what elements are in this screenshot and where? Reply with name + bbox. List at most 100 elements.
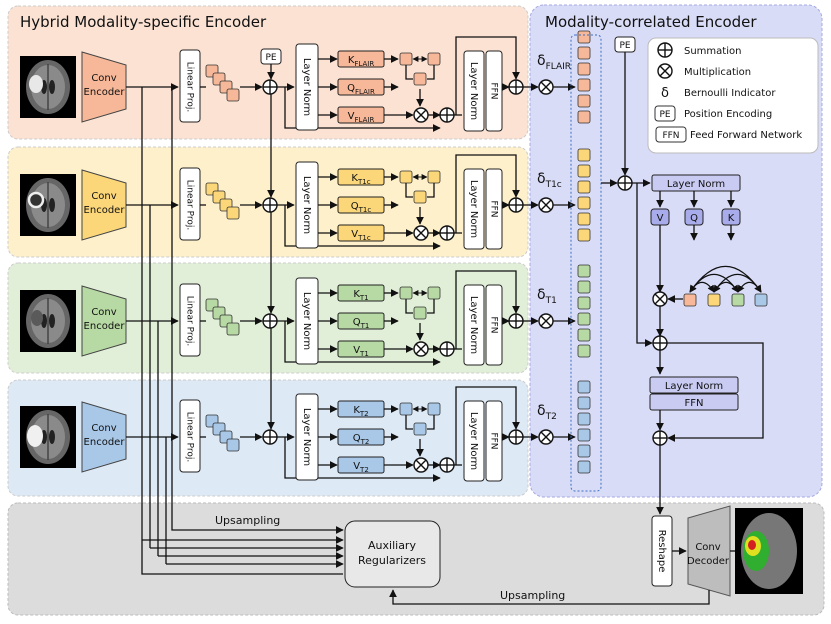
layer-norm-label-2: Layer Norm xyxy=(468,180,479,238)
auxiliary-regularizers-label: Regularizers xyxy=(358,554,426,567)
residual-connection xyxy=(284,205,441,250)
auxiliary-regularizers-box xyxy=(344,520,441,588)
fused-token xyxy=(577,296,591,310)
bernoulli-multiplication-icon xyxy=(538,313,554,329)
fused-token xyxy=(577,444,591,458)
output-summation-icon xyxy=(508,79,524,95)
attention-token xyxy=(427,52,441,66)
kqv-subscript: T1c xyxy=(358,206,372,214)
ffn-icon-box xyxy=(655,126,687,143)
legend-item-label: Feed Forward Network xyxy=(690,130,802,141)
residual-summation-icon xyxy=(439,341,455,357)
layer-norm-label: Layer Norm xyxy=(301,58,312,116)
attention-token xyxy=(413,422,427,436)
v-projection-label: VFLAIR xyxy=(348,111,375,124)
ffn-box xyxy=(485,400,503,482)
layer-norm-box-2 xyxy=(463,50,485,132)
fused-token xyxy=(577,212,591,226)
fused-token xyxy=(577,196,591,210)
fused-token xyxy=(577,428,591,442)
position-encoding-group: PE xyxy=(260,48,282,430)
linear-proj-label: Linear Proj. xyxy=(185,180,195,230)
corr-multiplication-icon xyxy=(652,291,668,307)
multiplication-stroke xyxy=(659,65,671,77)
corr-v-label: V xyxy=(657,213,664,224)
fused-token xyxy=(577,78,591,92)
skip-to-regularizer-arrow xyxy=(171,87,344,534)
fused-token xyxy=(577,148,591,162)
fused-token xyxy=(577,312,591,326)
ffn-icon: FFN xyxy=(662,131,679,141)
pe-summation-icon xyxy=(262,197,278,213)
brain-ventricle xyxy=(49,314,55,328)
attention-link xyxy=(427,299,435,314)
fused-token xyxy=(577,460,591,474)
brain-ventricle xyxy=(49,80,55,94)
bernoulli-multiplication-icon xyxy=(538,429,554,445)
attention-multiplication-icon xyxy=(413,341,429,357)
residual-connection xyxy=(284,87,441,132)
residual-summation-icon xyxy=(439,457,455,473)
auxiliary-regularizers-label: Auxiliary xyxy=(368,539,416,552)
kqv-subscript: T1c xyxy=(357,178,371,186)
conv-encoder xyxy=(81,169,127,241)
linear-proj-label: Linear Proj. xyxy=(185,412,195,462)
skip-to-output xyxy=(455,154,520,233)
pe-summation-icon xyxy=(262,79,278,95)
reshape-label: Reshape xyxy=(656,530,667,573)
kqv-subscript: T1 xyxy=(359,350,369,358)
multiplication-stroke xyxy=(540,315,552,327)
fused-token xyxy=(577,344,591,358)
ffn-label: FFN xyxy=(489,200,499,217)
attention-link xyxy=(405,183,413,198)
multiplication-stroke xyxy=(415,109,427,121)
k-projection-label: KT2 xyxy=(353,405,368,418)
attention-token xyxy=(427,170,441,184)
kqv-subscript: T2 xyxy=(360,438,370,446)
fused-token xyxy=(577,164,591,178)
pe-label: PE xyxy=(265,53,276,63)
q-projection-label: QT2 xyxy=(353,433,370,446)
corr-pe-summation-icon xyxy=(617,175,633,191)
pe-icon: PE xyxy=(659,110,670,120)
delta-symbol: δ xyxy=(537,53,546,69)
legend-item-label: Bernoulli Indicator xyxy=(684,88,776,99)
corr-pe-label: PE xyxy=(619,41,630,51)
corr-attention-token xyxy=(731,293,745,307)
conv-encoder xyxy=(81,285,127,357)
corr-attention-token xyxy=(754,293,768,307)
kqv-subscript: T1 xyxy=(359,294,369,302)
corr-layer-norm-label-2: Layer Norm xyxy=(665,381,723,392)
kqv-letter: V xyxy=(353,461,360,472)
brain-lesion xyxy=(27,191,45,209)
kqv-letter: Q xyxy=(353,317,361,328)
layer-norm-label-2: Layer Norm xyxy=(468,412,479,470)
conv-encoder-label: Encoder xyxy=(84,205,126,216)
multiplication-stroke xyxy=(540,199,552,211)
fused-token xyxy=(577,62,591,76)
legend-item-label: Multiplication xyxy=(684,67,751,78)
attention-multiplication-icon xyxy=(413,457,429,473)
fused-token xyxy=(577,30,591,44)
brain-lesion xyxy=(31,310,43,326)
corr-ffn-box xyxy=(649,393,739,411)
corr-k-label: K xyxy=(728,213,735,224)
conv-encoder-label: Encoder xyxy=(84,437,126,448)
fused-token xyxy=(577,180,591,194)
bernoulli-delta-label: δT1 xyxy=(537,287,557,306)
attention-token xyxy=(413,306,427,320)
fused-token xyxy=(577,380,591,394)
attention-token xyxy=(399,52,413,66)
attention-token xyxy=(413,72,427,86)
delta-subscript: T1c xyxy=(545,180,562,190)
linear-proj-label: Linear Proj. xyxy=(185,296,195,346)
brain-lesion xyxy=(29,75,43,93)
multiplication-stroke xyxy=(415,459,427,471)
conv-encoder-label: Conv xyxy=(91,307,116,318)
mri-input-flair xyxy=(20,56,76,118)
